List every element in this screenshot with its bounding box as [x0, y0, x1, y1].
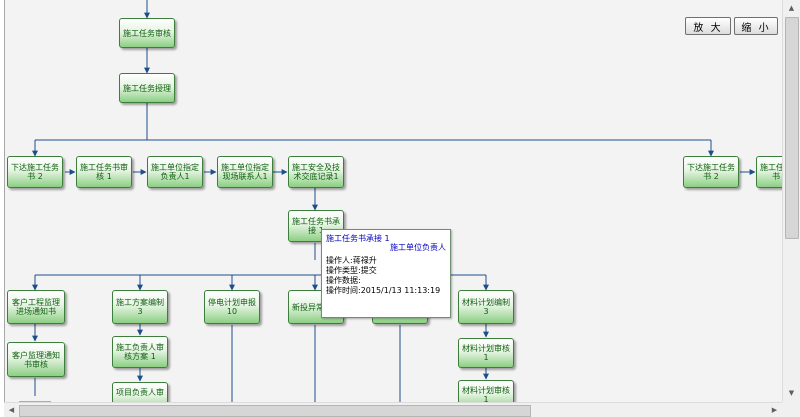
- node-safety-record-1[interactable]: 施工安全及技术交底记录1: [288, 156, 344, 188]
- arrow-left-icon[interactable]: ◀: [8, 406, 15, 414]
- tooltip-operator: 操作人:蒋禄升: [326, 256, 377, 265]
- arrow-right-icon[interactable]: ▶: [771, 406, 778, 414]
- node-customer-notice-review[interactable]: 客户监理通知书审核: [7, 342, 65, 377]
- node-right-issue-task-2[interactable]: 下达施工任务书 2: [683, 156, 739, 188]
- zoom-out-button[interactable]: 缩 小: [734, 17, 778, 35]
- node-task-accept[interactable]: 施工任务授理: [119, 73, 175, 103]
- vertical-scrollbar[interactable]: ▲ ▼: [782, 0, 800, 402]
- vertical-scroll-thumb[interactable]: [785, 17, 799, 239]
- node-plan-compile-3[interactable]: 施工方案编制3: [112, 290, 168, 324]
- node-info-tooltip: 施工任务书承接 1 施工单位负责人 操作人:蒋禄升 操作类型:提交 操作数据: …: [321, 229, 451, 318]
- arrow-up-icon[interactable]: ▲: [788, 4, 795, 12]
- horizontal-scroll-thumb[interactable]: [19, 405, 531, 417]
- node-right-partial[interactable]: 施工任务书: [756, 156, 783, 188]
- node-assign-owner-1[interactable]: 施工单位指定负责人1: [147, 156, 203, 188]
- node-material-plan-compile-3[interactable]: 材料计划编制3: [458, 290, 514, 324]
- scrollbar-corner: [782, 402, 800, 417]
- node-outage-plan-10[interactable]: 停电计划申报10: [204, 290, 260, 324]
- node-task-book-review-1[interactable]: 施工任务书审核 1: [76, 156, 132, 188]
- horizontal-scrollbar[interactable]: ◀ ▶: [4, 402, 782, 417]
- node-task-review[interactable]: 施工任务审核: [119, 18, 175, 48]
- node-issue-task-2[interactable]: 下达施工任务书 2: [7, 156, 63, 188]
- node-assign-liaison-1[interactable]: 施工单位指定现场联系人1: [217, 156, 273, 188]
- node-material-plan-review-1[interactable]: 材料计划审核1: [458, 338, 514, 368]
- tooltip-op-time: 操作时间:2015/1/13 11:13:19: [326, 286, 441, 295]
- tooltip-op-data: 操作数据:: [326, 276, 361, 285]
- tooltip-role: 施工单位负责人: [390, 243, 446, 252]
- node-material-plan-approve-1[interactable]: 材料计划审核1: [458, 380, 514, 402]
- node-owner-review-plan-1[interactable]: 施工负责人审核方案 1: [112, 336, 168, 368]
- tooltip-title: 施工任务书承接 1: [326, 234, 390, 243]
- arrow-down-icon[interactable]: ▼: [788, 389, 795, 397]
- workflow-canvas[interactable]: 施工任务审核 施工任务授理 下达施工任务书 2 施工任务书审核 1 施工单位指定…: [4, 0, 783, 402]
- node-task-book-accept-1[interactable]: 施工任务书承接 1: [288, 210, 344, 242]
- node-project-owner-review[interactable]: 项目负责人审: [112, 382, 168, 402]
- node-customer-supervision-notice[interactable]: 客户工程监理进场通知书: [7, 290, 65, 324]
- zoom-in-button[interactable]: 放 大: [685, 17, 731, 35]
- tooltip-op-type: 操作类型:提交: [326, 266, 377, 275]
